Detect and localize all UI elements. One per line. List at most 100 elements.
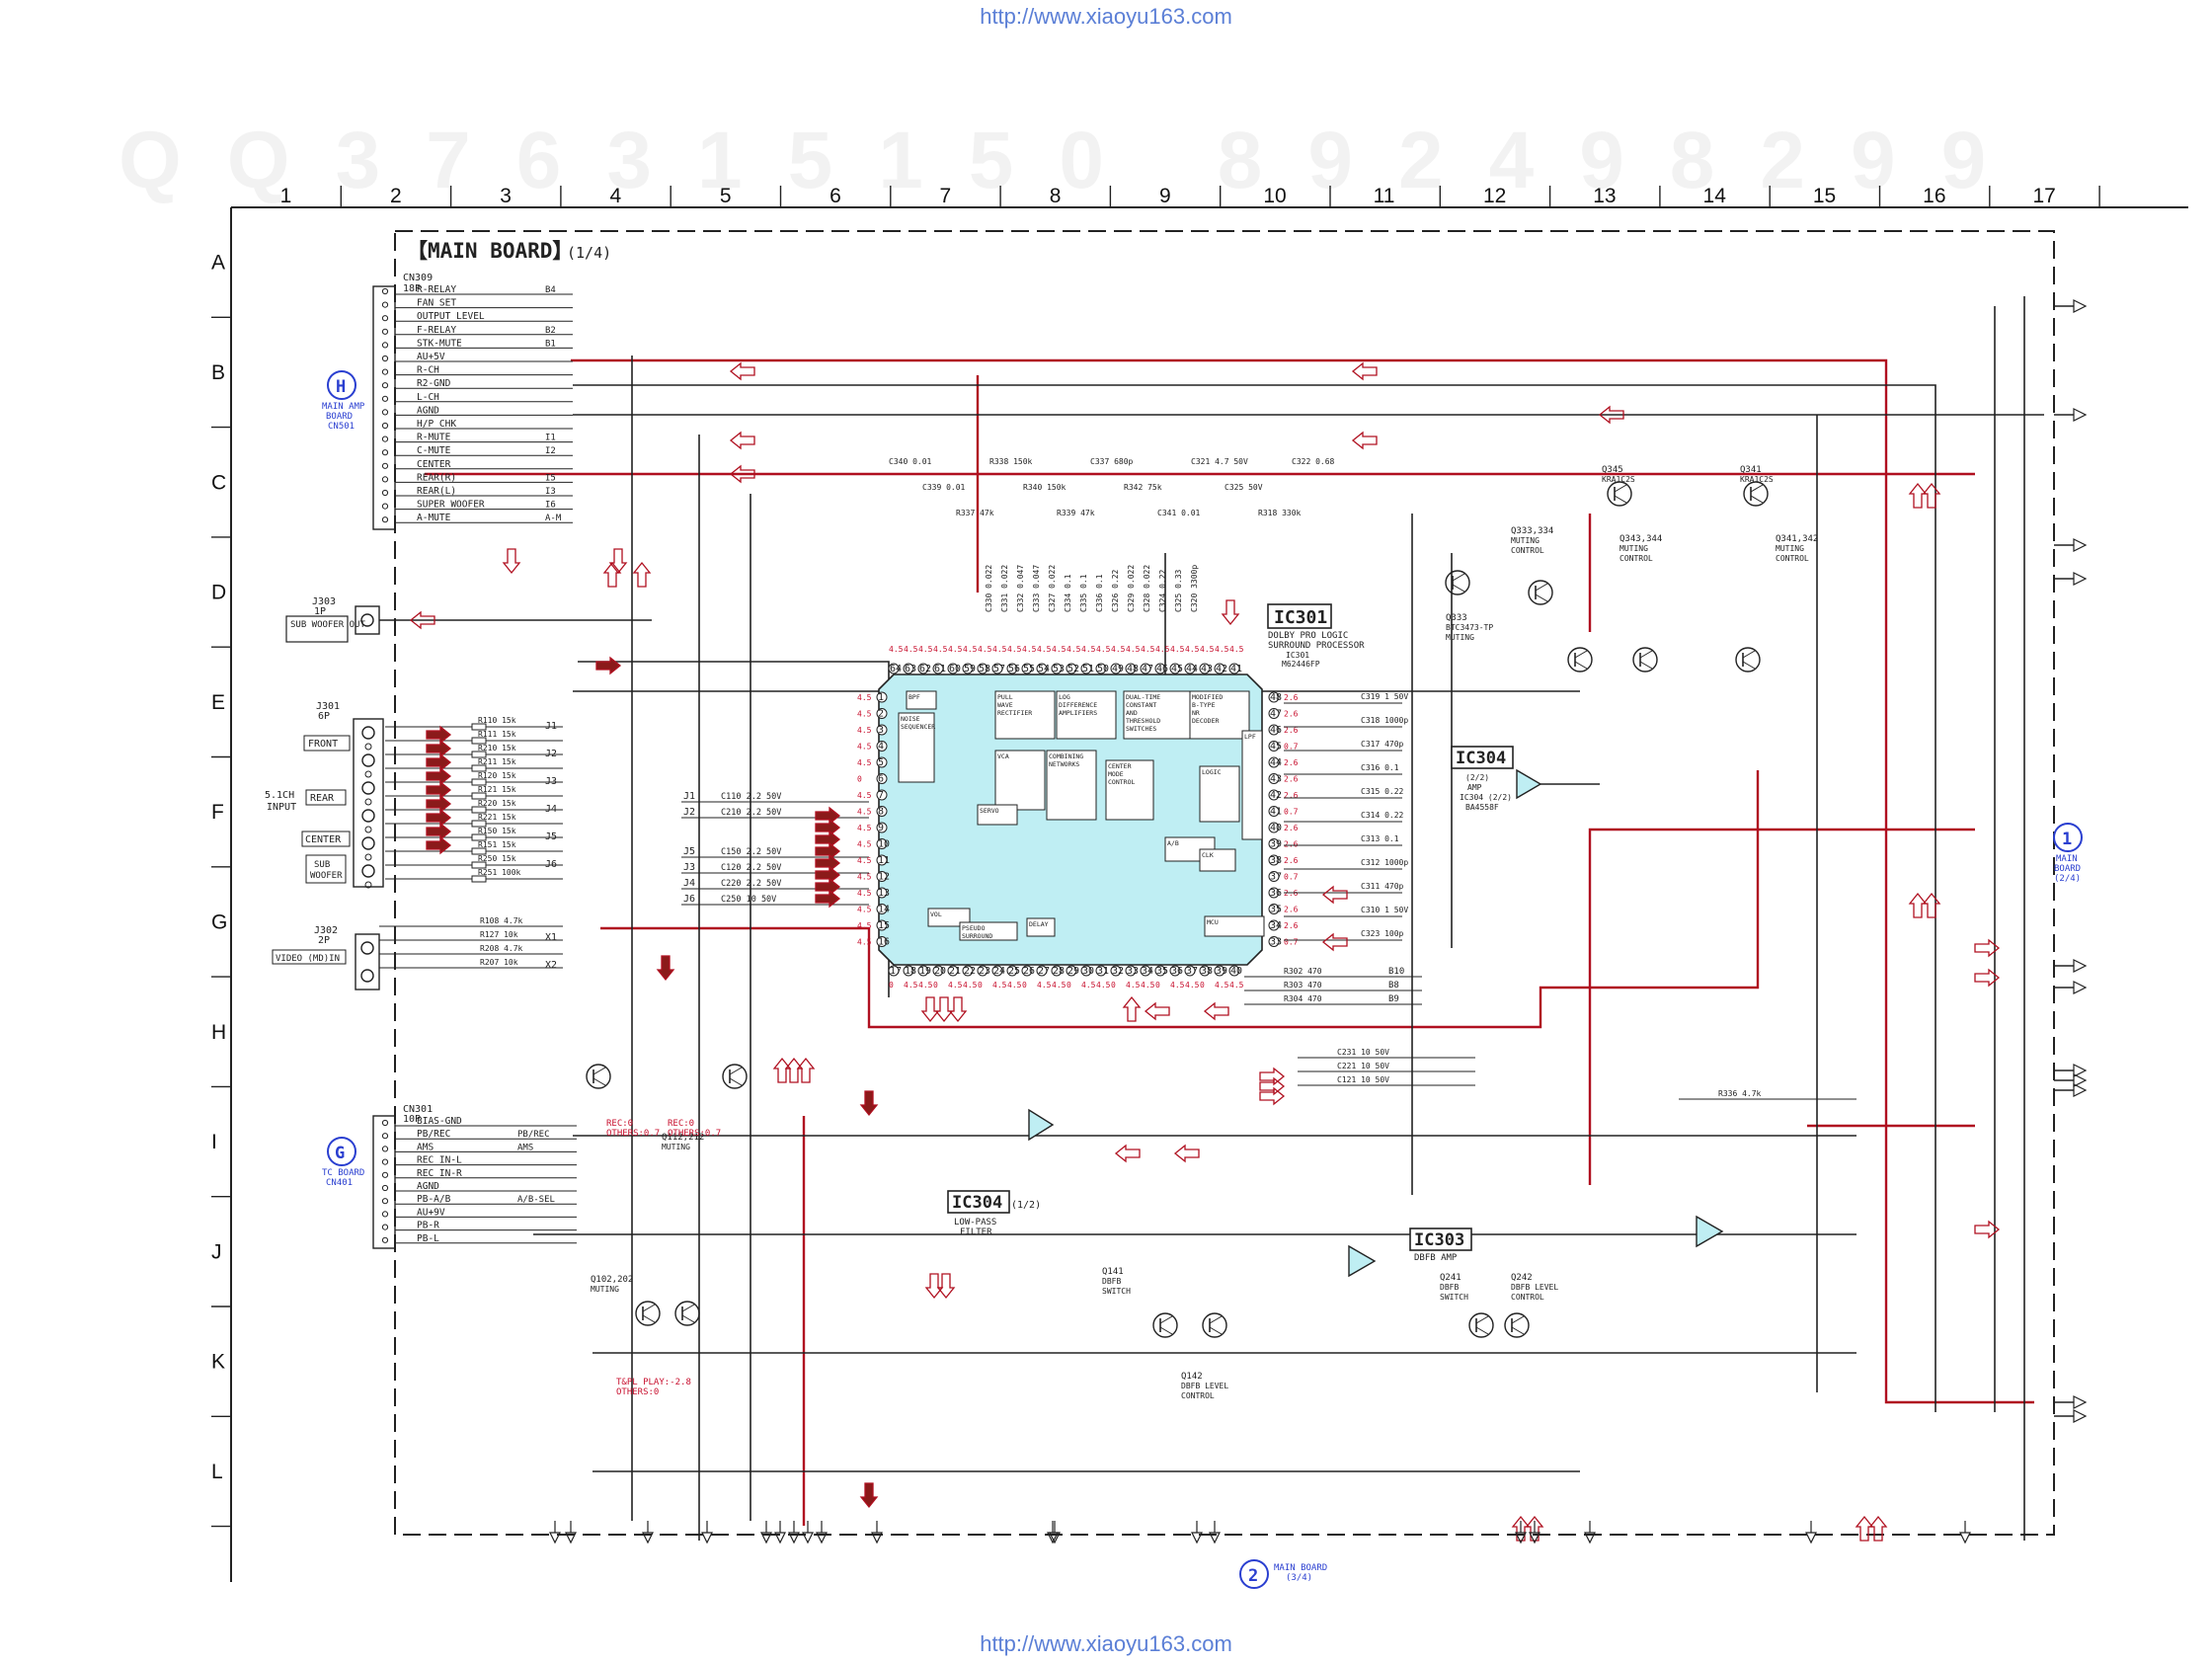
ic301-bottom-voltage-1: 0 (889, 981, 894, 990)
ic301-pin-top-10: 55 (1023, 664, 1035, 674)
ic301-block-label-4-5: SWITCHES (1126, 725, 1156, 733)
board-link-h-line-1: MAIN AMP (322, 402, 365, 412)
ic301-top-voltage-14: 4.5 (1081, 645, 1096, 654)
signal-arrow-down (502, 548, 521, 575)
signal-arrow-up (796, 1057, 816, 1083)
ic301-block-label-5-4: DECODER (1192, 717, 1219, 725)
signal-arrow-right (426, 835, 452, 855)
transistor-line-4-2: CONTROL (1620, 554, 1653, 563)
j301-center: CENTER (305, 834, 342, 845)
ic301-block-label-8-2: MODE (1108, 770, 1124, 778)
signal-arrow-right (1259, 1086, 1286, 1106)
signal-arrow-left (1351, 431, 1378, 450)
ic301-pin-top-13: 52 (1067, 664, 1079, 674)
transistor-ref-7: Q112,212 (662, 1133, 704, 1143)
signal-arrow-left (1321, 885, 1348, 905)
j301-5-1ch-input: J301 6P 5.1CH INPUT FRONT REAR CENTER SU… (265, 701, 384, 889)
ic301-left-voltage-7: 4.5 (857, 791, 872, 800)
ic301-left-voltage-12: 4.5 (857, 873, 872, 882)
top-component-3: R337 47k (956, 509, 994, 517)
edge-connector-bottom-13 (1191, 1532, 1203, 1544)
transistor-line-12-1: DBFB LEVEL (1511, 1283, 1558, 1292)
board-title: 【MAIN BOARD】 (407, 239, 573, 263)
ic301-block-3 (1056, 690, 1117, 740)
cn309-pin-3: OUTPUT LEVEL (417, 311, 485, 322)
ic301-block-label-2-2: WAVE (997, 701, 1013, 709)
signal-arrow-left (729, 464, 755, 484)
transistor-line-11-1: DBFB (1440, 1283, 1459, 1292)
transistor-line-11-2: SWITCH (1440, 1293, 1468, 1302)
ic301-line-4: M62446FP (1282, 660, 1320, 669)
input-resistor-4: R211 15k (478, 757, 516, 766)
bus-cap-4: C120 2.2 50V (721, 863, 781, 873)
ic301-bottom-voltage-22: 0 (1200, 981, 1205, 990)
ic301-block-label-2-1: PULL (997, 693, 1013, 701)
ic301-left-voltage-14: 4.5 (857, 906, 872, 914)
ic301-top-voltage-9: 4.5 (1007, 645, 1022, 654)
ic301-pin-right-13: 36 (1270, 888, 1282, 899)
bottom-component-2: R303 470 (1284, 981, 1322, 990)
bus-cap-1: C110 2.2 50V (721, 792, 781, 802)
transistor-line-9-1: DBFB (1102, 1277, 1121, 1286)
main-amp-board-link: H MAIN AMP BOARD CN501 (322, 370, 365, 432)
right-component-5: C315 0.22 (1361, 787, 1404, 796)
ic301-block-18 (906, 690, 937, 710)
right-component-11: C323 100p (1361, 929, 1404, 938)
signal-bus-lines (425, 358, 2034, 1526)
transistor-line-8-1: MUTING (591, 1285, 619, 1294)
cn309-pin-2: FAN SET (417, 298, 456, 309)
ic301-bottom-voltage-5: 4.5 (948, 981, 963, 990)
signal-arrow-up (1855, 1515, 1874, 1542)
board-subtitle: (1/4) (567, 244, 611, 262)
ic301-block-label-4-2: CONSTANT (1126, 701, 1156, 709)
signal-arrow-right (595, 656, 622, 675)
ic301-block-label-7-1: COMBINING (1049, 752, 1083, 760)
transistor-5 (1567, 647, 1593, 673)
ic301-bottom-voltage-21: 4.5 (1185, 981, 1200, 990)
j301-ref: J301 (316, 701, 340, 712)
input-resistor-6: R121 15k (478, 785, 516, 794)
signal-arrow-up (1122, 995, 1142, 1022)
ic301-right-voltage-11: 2.6 (1284, 856, 1299, 865)
transistor-line-9-2: SWITCH (1102, 1287, 1131, 1296)
ic301-top-voltage-21: 4.5 (1185, 645, 1200, 654)
transistor-13 (1504, 1312, 1530, 1338)
rec-note-2: OTHERS:0.7 (606, 1129, 660, 1139)
row-label-I: I (211, 1131, 217, 1153)
ic301-pin-bottom-8: 24 (993, 966, 1005, 977)
cn301-pin-6: AGND (417, 1181, 439, 1192)
row-label-H: H (211, 1021, 226, 1044)
cn309-pin-11: H/P CHK (417, 419, 456, 430)
transistor-part-1: KRA1C2S (1602, 475, 1635, 484)
transistor-line-3-2: CONTROL (1511, 546, 1544, 555)
ic301-pin-bottom-11: 27 (1038, 966, 1050, 977)
signal-arrow-left (1351, 361, 1378, 381)
bus-tag-3: J5 (683, 846, 695, 857)
jack-line-J4: J4 (545, 804, 557, 815)
ic301-bottom-voltage-18: 4.5 (1141, 981, 1155, 990)
cn309-pin-10: AGND (417, 405, 439, 416)
signal-arrow-down (656, 955, 675, 982)
video-resistor-1: R108 4.7k (480, 916, 523, 925)
ic301-pin-bottom-21: 37 (1186, 966, 1198, 977)
ic301-block-label-2-3: RECTIFIER (997, 709, 1032, 717)
top-component-9: C341 0.01 (1157, 509, 1201, 517)
top-component-5: R340 150k (1023, 483, 1066, 492)
signal-arrow-right (815, 841, 841, 861)
cn309-tag-5: B1 (545, 339, 556, 349)
cn301-pin-5: REC IN-R (417, 1168, 462, 1179)
signal-arrows (409, 361, 2001, 1542)
top-component-13: C322 0.68 (1292, 457, 1335, 466)
ic301-block-label-9-1: LOGIC (1202, 768, 1222, 776)
j301-rear: REAR (310, 793, 335, 804)
cn309-pin-6: AU+5V (417, 352, 445, 362)
right-component-9: C311 470p (1361, 882, 1404, 891)
column-label-4: 4 (610, 185, 622, 207)
ic301-left-voltage-5: 4.5 (857, 758, 872, 767)
ic301-right-voltage-4: 0.7 (1284, 743, 1299, 752)
